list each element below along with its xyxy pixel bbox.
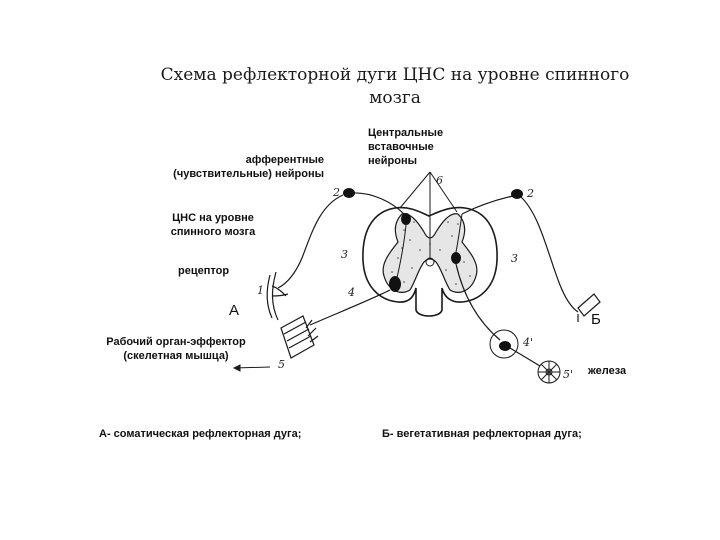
label-effector: Рабочий орган-эффектор (скелетная мышца) [106,336,246,362]
gland-shape [537,360,561,384]
muscle-effector [280,315,319,359]
figure-number-6: 6 [436,174,443,187]
figure-number-5-prime: 5' [563,368,573,381]
label-central-neurons: Центральные вставочные нейроны [368,127,444,167]
label-letter-a: А [229,302,240,319]
left-afferent-neuron-body [343,188,355,198]
efferent-fiber-to-muscle [309,289,391,326]
caption-a: А- соматическая рефлекторная дуга; [99,428,302,440]
slide-title: Схема рефлекторной дуги ЦНС на уровне сп… [160,65,630,108]
label-receptor: рецептор [178,265,230,277]
figure-number-2-right: 2 [526,187,534,200]
label-gland: железа [588,365,627,377]
figure-number-4: 4 [347,286,355,299]
right-interneuron-fiber [455,213,463,253]
figure-number-3-left: 3 [341,248,348,261]
motor-neuron-body [389,276,401,292]
right-afferent-fiber-to-receptor [520,196,579,313]
figure-number-1: 1 [257,284,264,297]
left-afferent-fiber-to-receptor [277,194,344,289]
callout-arrows [232,171,458,372]
figure-number-5: 5 [278,358,285,371]
right-afferent-neuron-body [511,189,523,199]
ganglion-neuron-body [499,341,511,351]
left-afferent-fiber-to-cord [351,192,405,215]
spinal-cord-outline [362,206,498,317]
preganglionic-fiber [455,263,501,341]
label-cns: ЦНС на уровне спинного мозга [170,212,256,238]
right-receptor [577,293,601,322]
right-interneuron [451,252,461,264]
right-afferent-fiber-to-cord [461,195,514,215]
skin-receptor [266,271,289,321]
figure-number-4-prime: 4' [522,336,533,349]
autonomic-ganglion [489,329,519,359]
label-afferent-neurons: афферентные (чувствительные) нейроны [173,154,324,180]
figure-number-3-right: 3 [511,252,518,265]
label-letter-b: Б [591,311,601,328]
caption-b: Б- вегетативная рефлекторная дуга; [382,428,582,440]
postganglionic-fiber [509,347,541,367]
left-interneuron [401,213,411,225]
figure-number-2-left: 2 [332,186,340,199]
